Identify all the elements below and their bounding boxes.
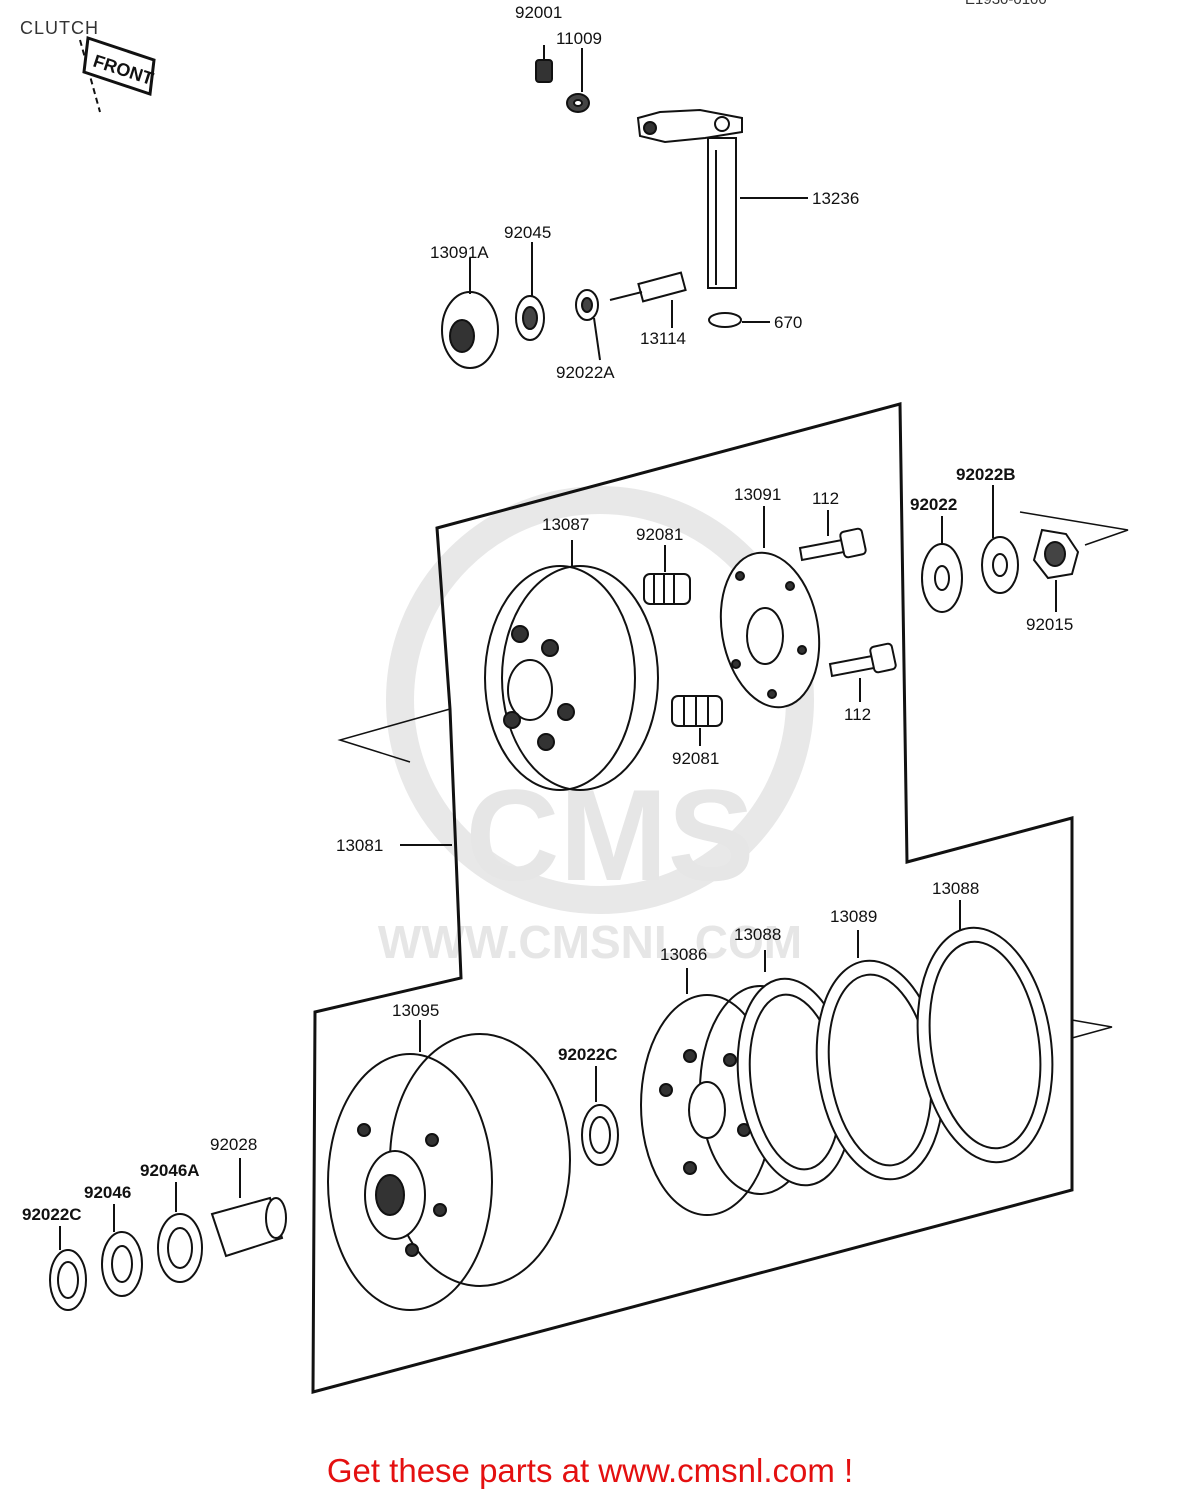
label-92001: 92001: [515, 3, 562, 22]
label-13091: 13091: [734, 485, 781, 504]
part-92015-nut: [1034, 530, 1078, 612]
label-92015: 92015: [1026, 615, 1073, 634]
label-92045: 92045: [504, 223, 551, 242]
part-92022C-washer-left: [50, 1226, 86, 1310]
label-92081-lower: 92081: [672, 749, 719, 768]
part-13088-friction-plate-rear: [903, 900, 1067, 1171]
part-670-o-ring: [709, 313, 770, 327]
label-13087: 13087: [542, 515, 589, 534]
part-labels: 92001 11009 13236 92045 13091A 13114 670…: [22, 3, 1073, 1224]
label-13089: 13089: [830, 907, 877, 926]
label-670: 670: [774, 313, 802, 332]
part-92022C-washer-mid: [582, 1066, 618, 1165]
part-92081-spring-lower: [672, 696, 722, 746]
part-92046A-needle-bearing: [158, 1182, 202, 1282]
label-13086: 13086: [660, 945, 707, 964]
part-92081-spring-upper: [644, 545, 690, 604]
label-13114: 13114: [640, 329, 686, 348]
label-92022: 92022: [910, 495, 957, 514]
part-92001-bolt: [536, 45, 552, 82]
part-92022A-washer: [576, 290, 600, 360]
part-92028-sleeve: [212, 1158, 286, 1256]
label-112-lower: 112: [844, 705, 871, 724]
label-13236: 13236: [812, 189, 859, 208]
part-92045-bearing: [516, 242, 544, 340]
label-11009: 11009: [556, 29, 602, 48]
part-92022B-washer: [982, 485, 1018, 593]
assembly-outline: [311, 402, 1074, 1394]
part-13095-clutch-housing: [328, 1020, 570, 1310]
label-92022A: 92022A: [556, 363, 615, 382]
label-92046: 92046: [84, 1183, 131, 1202]
watermark-brand: CMS: [466, 762, 755, 908]
axis-guides: [337, 511, 1129, 1039]
label-13091A: 13091A: [430, 243, 489, 262]
part-11009-gasket: [567, 48, 589, 112]
front-direction-tag: FRONT: [79, 35, 156, 113]
part-13091-pressure-plate: [709, 506, 831, 715]
label-13081: 13081: [336, 836, 383, 855]
label-92022C-mid: 92022C: [558, 1045, 618, 1064]
label-92022C-left: 92022C: [22, 1205, 82, 1224]
part-92022-lock-washer: [922, 516, 962, 612]
cms-watermark: CMS WWW.CMSNL.COM: [378, 486, 814, 968]
label-92022B: 92022B: [956, 465, 1016, 484]
label-92028: 92028: [210, 1135, 257, 1154]
label-92046A: 92046A: [140, 1161, 200, 1180]
part-13087-hub: [485, 540, 658, 790]
part-13236-release-shaft: [638, 110, 808, 288]
label-13088-front: 13088: [734, 925, 781, 944]
page-title: CLUTCH: [20, 18, 100, 38]
watermark-url: WWW.CMSNL.COM: [378, 916, 802, 968]
label-92081-upper: 92081: [636, 525, 683, 544]
part-13091A-cover: [442, 258, 498, 368]
part-112-bolt-lower: [830, 643, 896, 702]
part-92046-needle-bearing: [102, 1204, 142, 1296]
part-13114-push-rod: [610, 273, 686, 328]
part-112-bolt-upper: [800, 510, 866, 560]
footer-link-text[interactable]: Get these parts at www.cmsnl.com !: [326, 1452, 854, 1489]
label-112-upper: 112: [812, 489, 839, 508]
diagram-code: E1930-0100: [965, 0, 1047, 8]
label-13095: 13095: [392, 1001, 439, 1020]
label-13088-rear: 13088: [932, 879, 979, 898]
